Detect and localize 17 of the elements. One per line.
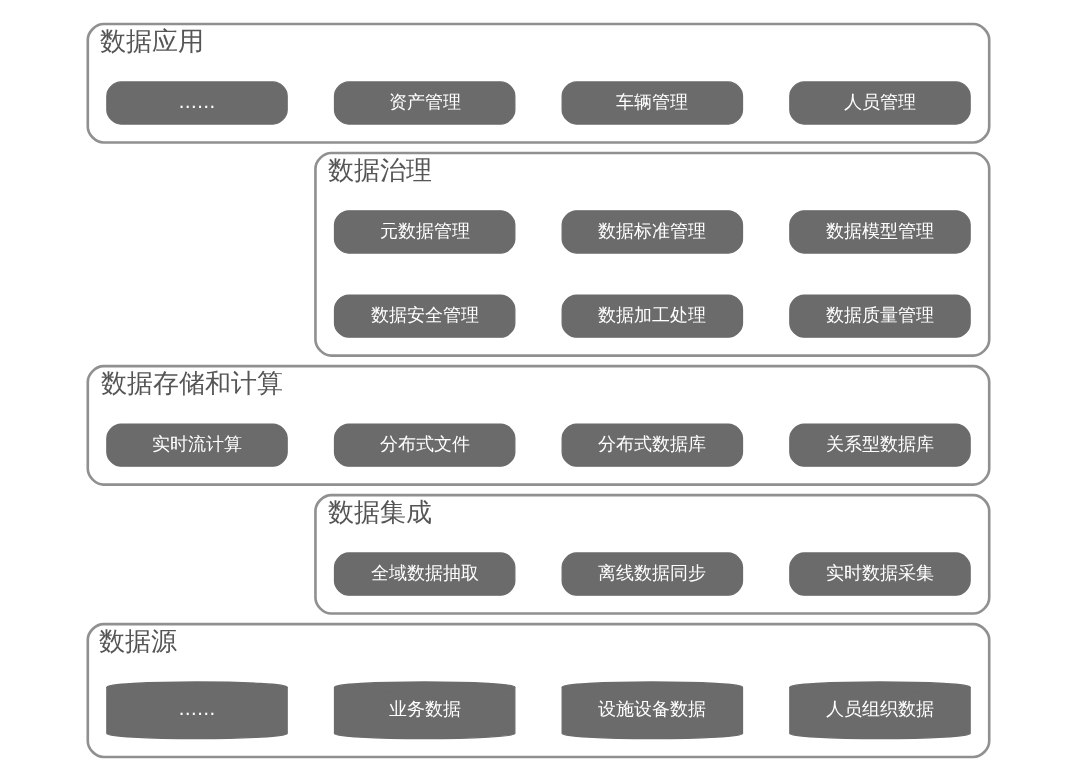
node-box: 实时流计算 [106, 423, 288, 467]
node-box: 实时数据采集 [789, 552, 971, 596]
node-box: 数据标准管理 [561, 210, 744, 254]
node-box: 资产管理 [333, 81, 516, 125]
node-box: 数据加工处理 [561, 294, 744, 338]
node-box: 元数据管理 [333, 210, 516, 254]
node-box: 分布式文件 [333, 423, 516, 467]
node-box: 人员管理 [789, 81, 971, 125]
node-box: 分布式数据库 [561, 423, 744, 467]
node-box: 关系型数据库 [789, 423, 971, 467]
node-box: 数据安全管理 [333, 294, 516, 338]
node-box: 数据质量管理 [789, 294, 971, 338]
node-box: 离线数据同步 [561, 552, 744, 596]
node-box: 车辆管理 [561, 81, 744, 125]
node-box: 全域数据抽取 [333, 552, 516, 596]
node-box: 数据模型管理 [789, 210, 971, 254]
node-box: …… [106, 81, 288, 125]
